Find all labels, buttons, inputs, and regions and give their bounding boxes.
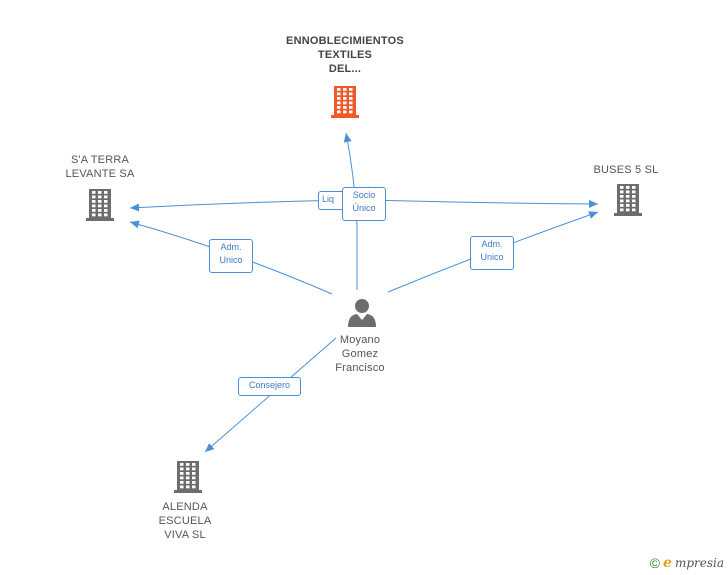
building-icon-center[interactable]: [330, 85, 360, 119]
node-label-line: S'A TERRA: [70, 154, 130, 166]
building-icon-right[interactable]: [613, 183, 643, 217]
brand-logo-text: mpresia: [674, 556, 724, 570]
node-label-center[interactable]: ENNOBLECIMIENTOS TEXTILES DEL...: [270, 34, 420, 76]
edge-label-adm-left: Adm. Unico: [209, 239, 253, 273]
edge-label-line: Unico: [219, 255, 243, 265]
node-label-line: ENNOBLECIMIENTOS: [286, 35, 404, 47]
node-label-line: Francisco: [335, 362, 385, 374]
building-icon-left[interactable]: [85, 188, 115, 222]
node-label-line: Gomez: [341, 348, 379, 360]
edge-label-adm-right: Adm. Unico: [470, 236, 514, 270]
node-label-line: DEL...: [328, 63, 362, 75]
edge-right-socio: [364, 199, 599, 208]
edge-label-line: Unico: [480, 252, 504, 262]
edge-label-line: Único: [352, 203, 376, 213]
node-label-line: TEXTILES: [317, 49, 373, 61]
node-label-right[interactable]: BUSES 5 SL: [576, 163, 676, 177]
brand-logo-initial: e: [663, 555, 672, 571]
person-icon[interactable]: [346, 296, 378, 328]
node-label-line: ESCUELA: [158, 515, 212, 527]
node-label-left[interactable]: S'A TERRA LEVANTE SA: [45, 153, 155, 181]
edge-left-liq: [129, 199, 351, 212]
node-label-line: VIVA SL: [164, 529, 206, 541]
building-icon-bottom[interactable]: [173, 460, 203, 494]
node-label-line: ALENDA: [162, 501, 208, 513]
copyright-icon: ©: [649, 555, 661, 571]
node-label-line: Moyano: [339, 334, 381, 346]
edge-label-line: Liq: [322, 194, 335, 204]
node-label-line: LEVANTE SA: [65, 168, 135, 180]
node-label-bottom[interactable]: ALENDA ESCUELA VIVA SL: [135, 500, 235, 542]
edge-label-line: Socio: [352, 190, 376, 200]
edge-person-to-center: [343, 132, 358, 290]
edge-label-socio: Socio Único: [342, 187, 386, 221]
edge-label-line: Consejero: [248, 380, 291, 390]
node-label-person[interactable]: Moyano Gomez Francisco: [310, 333, 410, 375]
edge-label-line: Adm.: [481, 239, 503, 249]
node-label-line: BUSES 5 SL: [593, 164, 659, 176]
edge-label-consejero: Consejero: [238, 377, 301, 396]
edge-label-line: Adm.: [220, 242, 242, 252]
